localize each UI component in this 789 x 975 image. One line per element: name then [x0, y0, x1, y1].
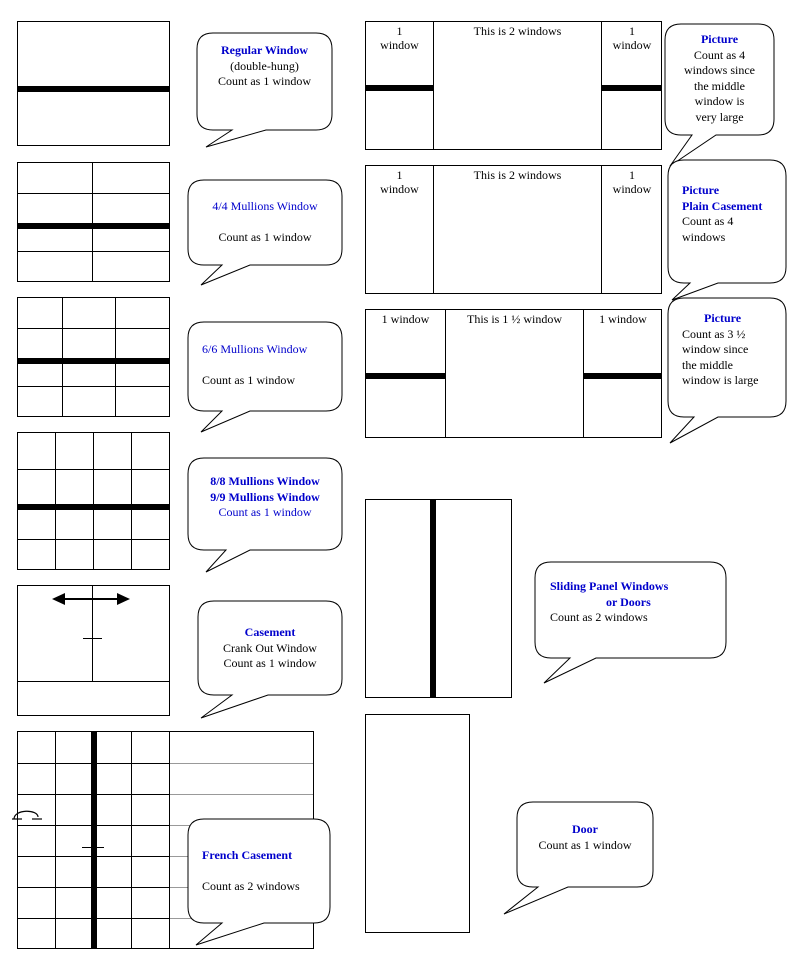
bubble-4-4	[187, 179, 343, 286]
bubble-title: French Casement	[202, 848, 293, 862]
bubble-8-8	[187, 457, 343, 573]
pane-label: 1	[396, 24, 403, 38]
bubble-title: 6/6 Mullions Window	[202, 342, 308, 356]
bubble-title: or Doors	[606, 594, 651, 609]
pane-label: This is 2 windows	[473, 168, 562, 182]
pane-label: This is 2 windows	[473, 24, 562, 38]
pane-label: 1 window	[599, 312, 647, 326]
bubble-title: 8/8 Mullions Window	[210, 474, 320, 488]
bubble-title: Plain Casement	[682, 198, 763, 213]
bubble-title: Picture	[704, 311, 742, 325]
door-handle-icon	[12, 810, 42, 820]
bubble-regular	[196, 32, 333, 148]
bubble-line: Count as 2 windows	[202, 879, 300, 893]
bubble-line: Count as 4	[682, 214, 734, 228]
bubble-title: Sliding Panel Windows	[550, 579, 669, 593]
casement-window-drawing	[17, 585, 170, 716]
bubble-line: windows	[682, 229, 726, 244]
bubble-line: Count as 1 window	[218, 505, 312, 519]
bubble-title: Casement	[244, 625, 296, 639]
bubble-picture-3-text: Picture Count as 3 ½ window since the mi…	[682, 311, 786, 389]
bubble-line: window is large	[682, 373, 759, 387]
bubble-french	[187, 818, 331, 946]
mullions-6-6-window-drawing	[17, 297, 170, 417]
picture-window-1: 1 window This is 2 windows 1 window	[365, 21, 662, 150]
bubble-title: Door	[572, 822, 598, 836]
bubble-sliding-text: Sliding Panel Windows or Doors Count as …	[550, 579, 726, 626]
bubble-line: the middle	[694, 78, 745, 93]
pane-label: window	[380, 38, 419, 52]
pane-label: window	[612, 182, 652, 196]
bubble-sliding	[534, 561, 727, 684]
bubble-line: Count as 1 window	[218, 230, 312, 244]
bubble-picture-1	[664, 23, 775, 167]
bubble-4-4-text: 4/4 Mullions Window Count as 1 window	[188, 199, 342, 246]
pane-label: window	[380, 182, 419, 196]
bubble-line: Count as 1 window	[223, 656, 317, 670]
bubble-line: Crank Out Window	[223, 640, 317, 655]
bubble-picture-3	[667, 297, 787, 444]
bubble-line: Count as 2 windows	[550, 610, 648, 624]
bubble-door	[503, 801, 654, 915]
bubble-door-text: Door Count as 1 window	[517, 822, 653, 853]
picture-window-2: 1 window This is 2 windows 1 window	[365, 165, 662, 294]
bubble-title: Regular Window	[220, 43, 309, 57]
pane-label: This is 1 ½ window	[466, 312, 562, 326]
pane-label: window	[612, 38, 652, 52]
sliding-panel-drawing	[365, 499, 512, 698]
bubble-line: window is	[694, 94, 745, 108]
bubble-picture-1-text: Picture Count as 4 windows since the mid…	[665, 32, 774, 125]
pane-label: 1	[629, 24, 635, 38]
pane-label: 1 window	[381, 312, 430, 326]
bubble-title: 4/4 Mullions Window	[212, 199, 318, 213]
bubble-picture-2	[667, 159, 787, 301]
bubble-french-text: French Casement Count as 2 windows	[202, 848, 330, 895]
bubble-picture-2-text: Picture Plain Casement Count as 4 window…	[682, 183, 786, 245]
bubble-line: the middle	[682, 357, 733, 372]
bubble-6-6	[187, 321, 343, 433]
bubble-line: Count as 1 window	[218, 74, 311, 88]
double-arrow-icon	[52, 593, 130, 605]
regular-window-drawing	[17, 21, 170, 146]
bubble-line: Count as 4	[693, 47, 746, 62]
bubble-line: Count as 1 window	[538, 837, 632, 852]
bubble-line: windows since	[684, 63, 755, 77]
door-drawing	[365, 714, 470, 933]
mullions-4-4-window-drawing	[17, 162, 170, 282]
bubble-casement	[197, 600, 343, 719]
pane-label: 1	[629, 168, 635, 182]
mullions-8-8-window-drawing	[17, 432, 170, 570]
bubble-title: 9/9 Mullions Window	[210, 489, 320, 504]
pane-label: 1	[396, 168, 403, 182]
bubble-6-6-text: 6/6 Mullions Window Count as 1 window	[202, 342, 342, 389]
bubble-title: Picture	[682, 183, 720, 197]
bubble-line: Count as 3 ½	[682, 326, 746, 341]
bubble-8-8-text: 8/8 Mullions Window 9/9 Mullions Window …	[188, 474, 342, 521]
bubble-regular-text: Regular Window (double-hung) Count as 1 …	[197, 43, 332, 90]
bubble-title: Picture	[700, 32, 739, 46]
picture-window-3: 1 window This is 1 ½ window 1 window	[365, 309, 662, 438]
bubble-line: Count as 1 window	[202, 373, 295, 387]
bubble-line: window since	[682, 342, 749, 356]
bubble-casement-text: Casement Crank Out Window Count as 1 win…	[198, 625, 342, 672]
bubble-line: (double-hung)	[230, 58, 299, 73]
bubble-line: very large	[695, 109, 744, 124]
